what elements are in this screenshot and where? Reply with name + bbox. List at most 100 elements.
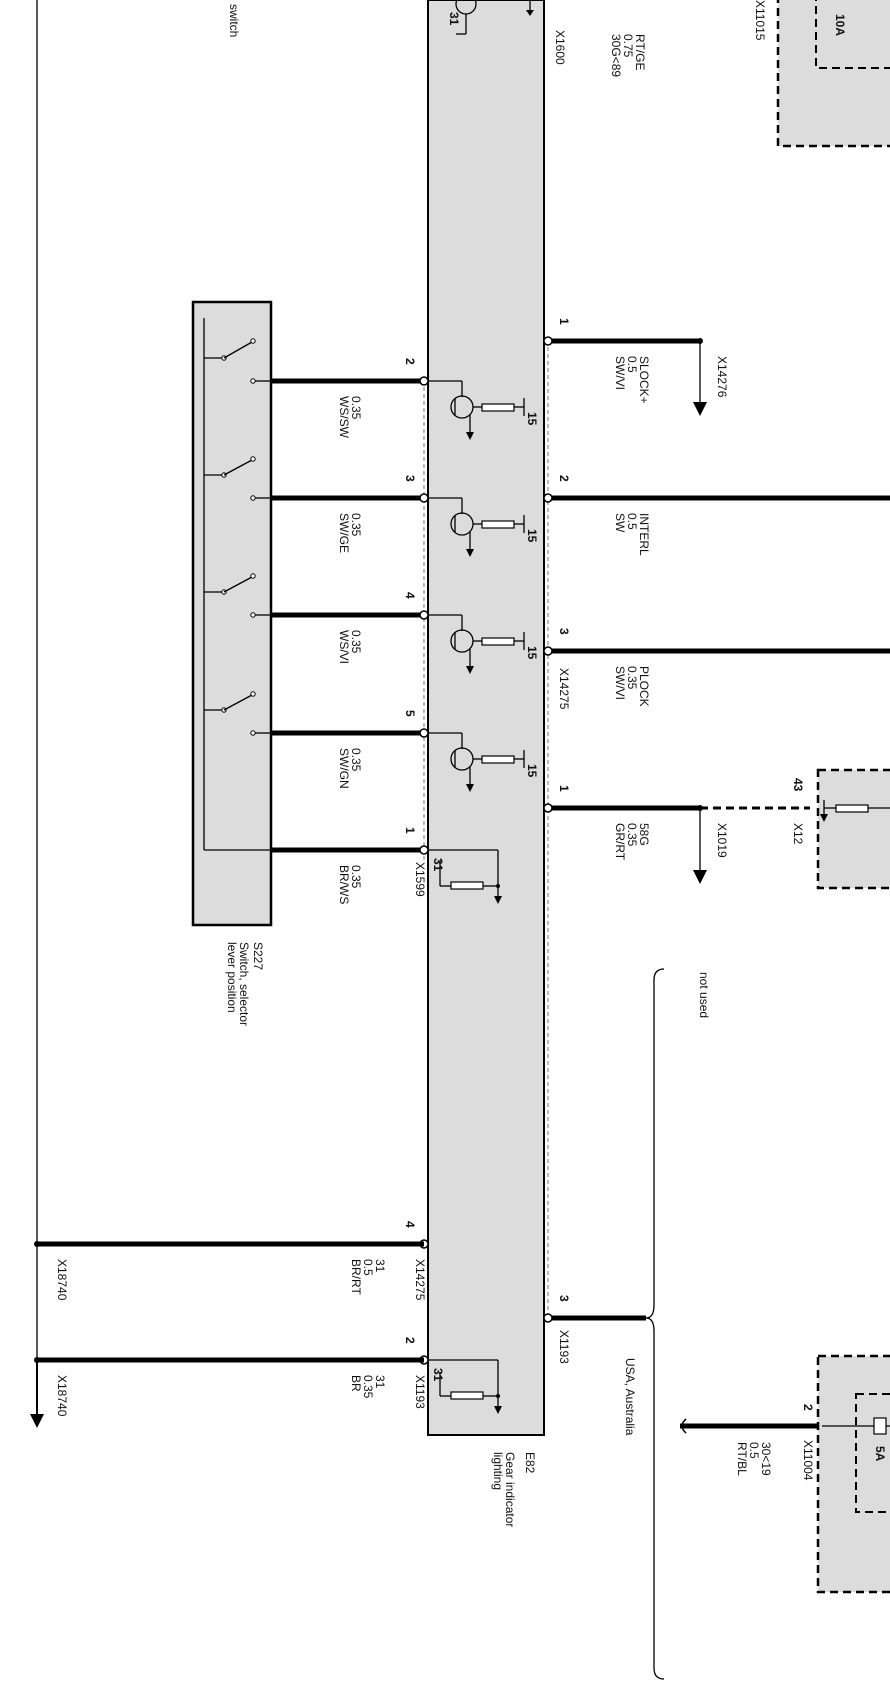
svg-text:0.5: 0.5 xyxy=(747,1442,761,1459)
left-pin-number: 3 xyxy=(403,475,417,482)
wire-br-rt-end-dot xyxy=(34,1241,40,1247)
x14275-left-label: X14275 xyxy=(413,1259,427,1301)
svg-text:SW: SW xyxy=(613,513,627,533)
svg-text:E82: E82 xyxy=(523,1452,537,1474)
s227-contact-3 xyxy=(204,573,271,618)
svg-text:SW/VI: SW/VI xyxy=(613,666,627,700)
x18740-label: X18740 xyxy=(55,1375,69,1417)
svg-text:RT/BL: RT/BL xyxy=(735,1442,749,1476)
x18740-label: X18740 xyxy=(55,1259,69,1301)
svg-text:0.5: 0.5 xyxy=(625,513,639,530)
transistor-stage-1 xyxy=(428,380,525,440)
wire-label-ws-vi: 0.35 WS/VI xyxy=(337,630,363,664)
wire-label-ws-sw: 0.35 WS/SW xyxy=(337,396,363,439)
wire-label-br: 31 0.35 BR xyxy=(349,1375,387,1399)
e82-module-box xyxy=(427,0,545,1436)
svg-text:SW/GN: SW/GN xyxy=(337,748,351,789)
top-transistor-fragment xyxy=(455,0,534,35)
wire-label-br-rt: 31 0.5 BR/RT xyxy=(349,1259,387,1295)
s227-label: S227 Switch, selector lever position xyxy=(225,942,265,1026)
svg-text:RT/GE: RT/GE xyxy=(633,34,647,70)
right-pin-number: 2 xyxy=(557,475,571,482)
svg-text:31: 31 xyxy=(373,1375,387,1389)
svg-text:lever position: lever position xyxy=(225,942,239,1013)
transistor-15-label: 15 xyxy=(525,529,539,543)
x12-pin-number: 43 xyxy=(791,778,805,792)
top-wire-label: 30G<89 0.75 RT/GE xyxy=(609,34,647,77)
wire-label-rt-bl: 30<19 0.5 RT/BL xyxy=(735,1442,773,1476)
left-pin-number: 1 xyxy=(403,827,417,834)
right-pin-number: 3 xyxy=(557,1295,571,1302)
svg-text:0.35: 0.35 xyxy=(349,396,363,420)
svg-text:30<19: 30<19 xyxy=(759,1442,773,1476)
svg-text:lighting: lighting xyxy=(491,1452,505,1490)
svg-text:SLOCK+: SLOCK+ xyxy=(637,356,651,404)
svg-text:GR/RT: GR/RT xyxy=(613,823,627,861)
svg-text:BR/RT: BR/RT xyxy=(349,1259,363,1295)
usa-australia-note: USA, Australia xyxy=(623,1358,637,1436)
x14276-label: X14276 xyxy=(715,356,729,398)
svg-text:PLOCK: PLOCK xyxy=(637,666,651,707)
svg-text:S227: S227 xyxy=(251,942,265,970)
bottom-fuse-symbol xyxy=(822,1417,890,1435)
svg-text:BR: BR xyxy=(349,1375,363,1392)
svg-text:30G<89: 30G<89 xyxy=(609,34,623,77)
svg-text:INTERL: INTERL xyxy=(637,513,651,556)
svg-text:WS/SW: WS/SW xyxy=(337,396,351,439)
top-fuse-rating: 10A xyxy=(833,14,847,36)
left-pin-number: 2 xyxy=(403,358,417,365)
transistor-stage-4 xyxy=(428,732,525,792)
bottom-fuse-rating: 5A xyxy=(873,1446,887,1462)
wire-label-58g: 58G 0.35 GR/RT xyxy=(613,823,651,861)
svg-text:0.35: 0.35 xyxy=(625,823,639,847)
ground-resistor-1 xyxy=(428,849,502,904)
transistor-15-label: 15 xyxy=(525,764,539,778)
x11015-label: X11015 xyxy=(753,0,767,41)
x12-resistor-symbol xyxy=(820,800,890,822)
not-used-note: not used xyxy=(697,972,711,1018)
x1019-arrow-icon xyxy=(693,870,707,884)
wire-label-sw-ge: 0.35 SW/GE xyxy=(337,513,363,553)
svg-text:Switch, selector: Switch, selector xyxy=(237,942,251,1026)
x1193-left-label: X1193 xyxy=(413,1375,427,1409)
e82-label: E82 Gear indicator lighting xyxy=(491,1452,537,1527)
s227-contact-2 xyxy=(204,456,271,501)
x1599-label: X1599 xyxy=(413,862,427,897)
ground-31-label: 31 xyxy=(431,1368,445,1382)
x11004-pin-number: 2 xyxy=(801,1404,815,1411)
s227-switch-box xyxy=(191,300,273,927)
right-pin-number: 3 xyxy=(557,628,571,635)
svg-text:BR/WS: BR/WS xyxy=(337,865,351,904)
svg-text:31: 31 xyxy=(373,1259,387,1273)
bottom-fuse-inner xyxy=(855,1393,890,1513)
wire-label-plock: PLOCK 0.35 SW/VI xyxy=(613,666,651,707)
x12-label: X12 xyxy=(791,823,805,845)
transistor-15-label: 15 xyxy=(525,646,539,660)
x1019-label: X1019 xyxy=(715,823,729,858)
svg-text:0.35: 0.35 xyxy=(349,865,363,889)
x11004-label: X11004 xyxy=(801,1440,815,1481)
wire-rt-bl-break xyxy=(681,1418,687,1434)
ground-resistor-2 xyxy=(428,1359,502,1414)
x1193-right-label: X1193 xyxy=(557,1330,571,1364)
svg-text:WS/VI: WS/VI xyxy=(337,630,351,664)
svg-text:0.35: 0.35 xyxy=(361,1375,375,1399)
ground-31-label: 31 xyxy=(431,858,445,872)
transistor-15-label: 15 xyxy=(525,412,539,426)
pin-marker-group-right xyxy=(543,336,553,1323)
left-pin-number: 2 xyxy=(403,1337,417,1344)
svg-text:0.5: 0.5 xyxy=(361,1259,375,1276)
svg-text:0.5: 0.5 xyxy=(625,356,639,373)
top-fuse-inner xyxy=(815,0,890,69)
wire-label-br-ws: 0.35 BR/WS xyxy=(337,865,363,904)
left-pin-number: 4 xyxy=(403,592,417,599)
x14275-right-label: X14275 xyxy=(557,668,571,710)
right-pin-number: 1 xyxy=(557,318,571,325)
transistor-stage-2 xyxy=(428,497,525,557)
s227-contact-4 xyxy=(204,691,271,736)
svg-text:58G: 58G xyxy=(637,823,651,846)
svg-text:SW/VI: SW/VI xyxy=(613,356,627,390)
top-ground-label: 31 xyxy=(447,12,461,26)
variant-brace xyxy=(645,968,665,1680)
